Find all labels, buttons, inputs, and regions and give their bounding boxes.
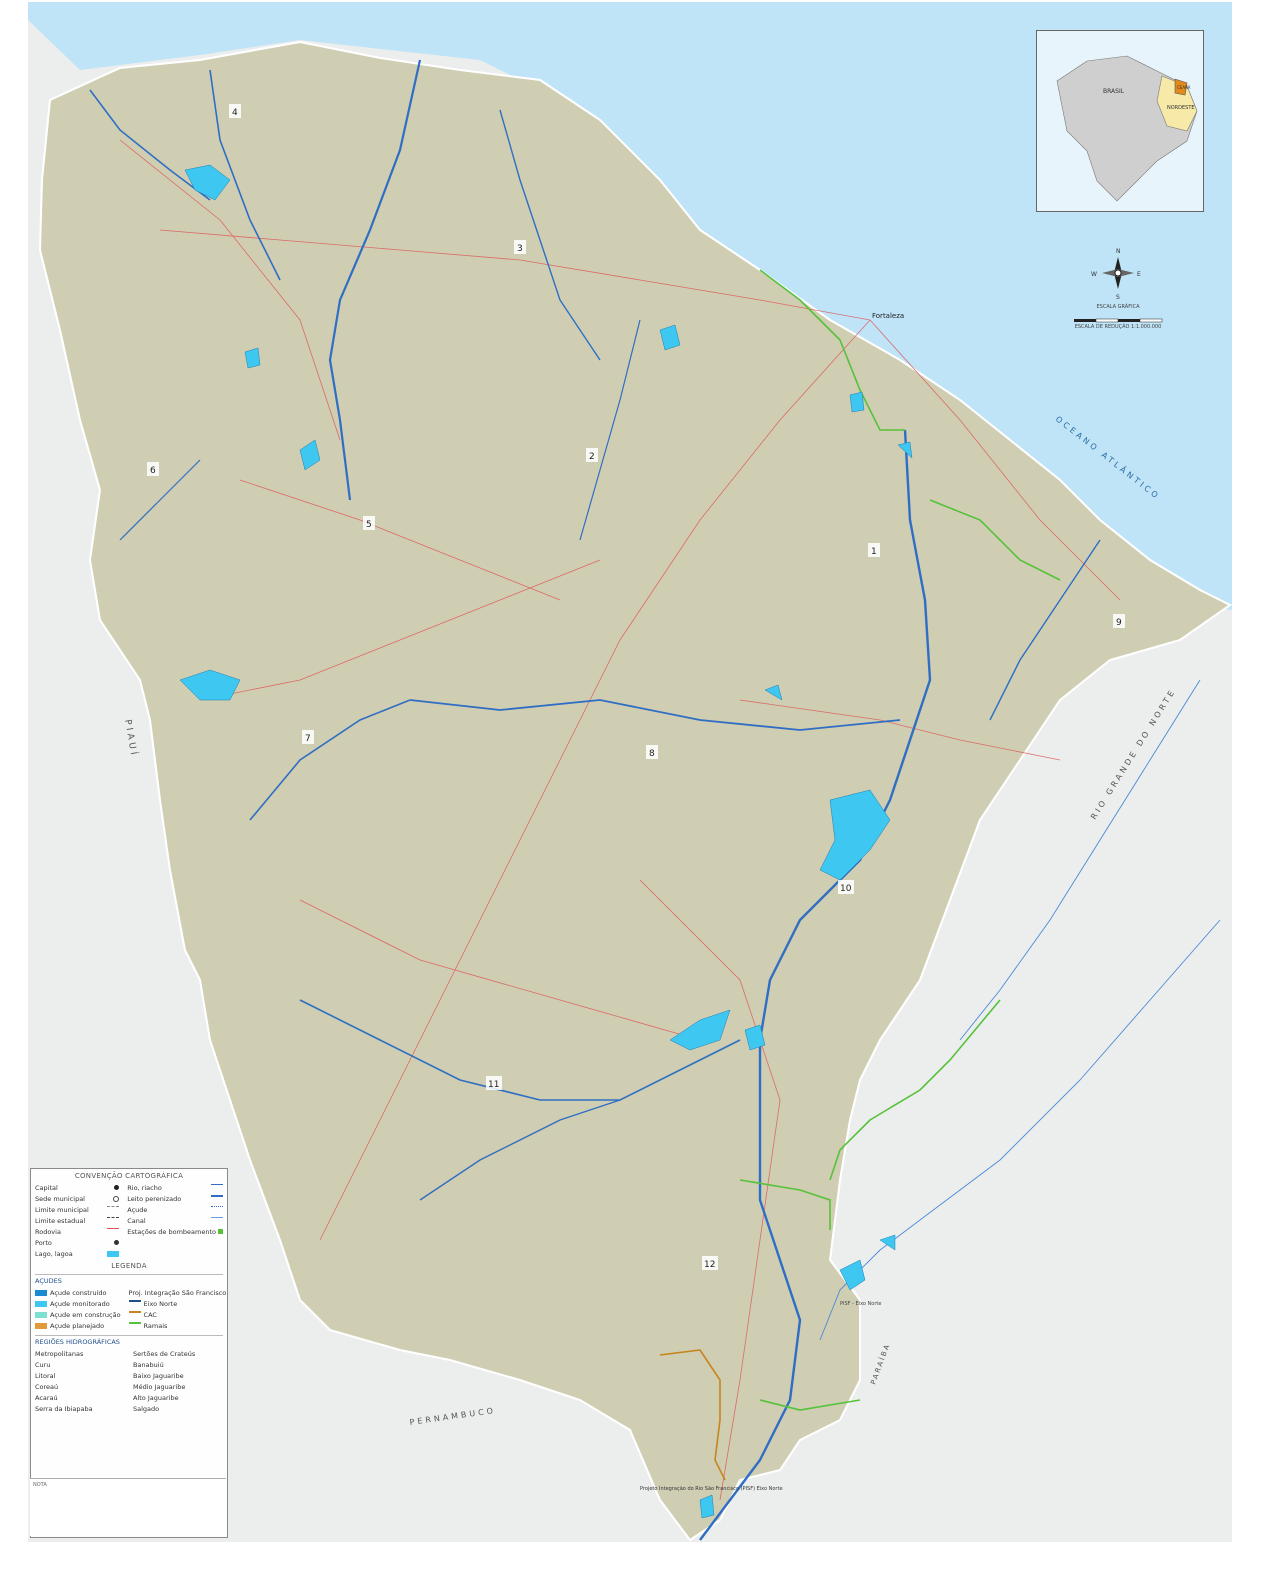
region-number: 6 [150, 466, 156, 476]
region-number: 7 [305, 734, 311, 744]
reservoirs [179, 164, 913, 1519]
legend-subtitle: LEGENDA [111, 1262, 147, 1270]
note-title: NOTA [33, 1482, 47, 1488]
region-number: 11 [488, 1080, 499, 1090]
legend-item: Salgado [133, 1404, 160, 1413]
legend-item: Limite estadual [35, 1215, 120, 1226]
external-rivers [819, 679, 1221, 1341]
legend-item: Açude monitorado [35, 1298, 121, 1309]
canals [659, 269, 1061, 1481]
legend-item: Rio, riacho [127, 1182, 223, 1193]
legend-item: Açude planejado [35, 1320, 121, 1331]
region-number: 4 [232, 108, 238, 118]
legend-item: Açude [127, 1204, 223, 1215]
compass-e: E [1137, 271, 1141, 278]
region-number: 9 [1116, 618, 1122, 628]
map-legend: CONVENÇÃO CARTOGRÁFICA Capital Sede muni… [30, 1168, 228, 1538]
region-number: 1 [871, 547, 877, 557]
legend-item: Serra da Ibiapaba [35, 1404, 93, 1413]
roads [119, 139, 1121, 1501]
legend-item: Baixo Jaguaribe [133, 1371, 184, 1380]
legend-item: Porto [35, 1237, 120, 1248]
legend-item: Leito perenizado [127, 1193, 223, 1204]
scale-ratio: ESCALA DE REDUÇÃO 1:1.000.000 [1074, 324, 1162, 330]
compass-s: S [1116, 294, 1120, 301]
legend-item: Capital [35, 1182, 120, 1193]
legend-item: Curu [35, 1360, 51, 1369]
legend-item: Açude em construção [35, 1309, 121, 1320]
compass-icon: N S E W [1091, 248, 1141, 301]
region-number: 8 [649, 749, 655, 759]
legend-item: Acaraú [35, 1393, 58, 1402]
inset-nordeste: NORDESTE [1167, 105, 1195, 111]
locator-inset: BRASIL NORDESTE CEARÁ [1036, 30, 1204, 212]
legend-item: Sede municipal [35, 1193, 120, 1204]
legend-item: Banabuiú [133, 1360, 164, 1369]
inset-brasil: BRASIL [1103, 88, 1125, 95]
map-note: NOTA [30, 1478, 226, 1536]
legend-item: Lago, lagoa [35, 1248, 120, 1259]
legend-item: Proj. Integração São Francisco PISF [128, 1288, 227, 1297]
legend-title: CONVENÇÃO CARTOGRÁFICA [74, 1172, 184, 1180]
scale-bar [1074, 318, 1163, 323]
legend-item: Açude construído [35, 1287, 121, 1298]
legend-item: Coreaú [35, 1382, 59, 1391]
compass-w: W [1091, 271, 1097, 278]
rivers [89, 59, 1101, 1541]
scale-text: ESCALA GRÁFICA ESCALA DE REDUÇÃO 1:1.000… [1070, 304, 1166, 330]
legend-regions-title: REGIÕES HIDROGRÁFICAS [35, 1335, 223, 1346]
legend-item: Médio Jaguaribe [133, 1382, 186, 1391]
region-number: 3 [517, 244, 523, 254]
legend-item: Ramais [128, 1320, 227, 1331]
legend-item: Eixo Norte [128, 1298, 227, 1309]
legend-right-col: Rio, riacho Leito perenizado Açude Canal… [123, 1182, 227, 1259]
region-number: 5 [366, 520, 372, 530]
legend-item: Alto Jaguaribe [133, 1393, 179, 1402]
legend-item: Limite municipal [35, 1204, 120, 1215]
compass-n: N [1116, 248, 1121, 255]
label-pisf: Projeto Integração do Rio São Francisco … [640, 1486, 783, 1492]
legend-left-col: Capital Sede municipal Limite municipal … [31, 1182, 123, 1259]
label-pisf-eixo: PISF - Eixo Norte [840, 1301, 881, 1307]
inset-map: BRASIL NORDESTE CEARÁ [1037, 31, 1203, 211]
legend-item: Rodovia [35, 1226, 120, 1237]
region-number: 2 [589, 452, 595, 462]
region-number: 10 [840, 884, 852, 894]
region-number: 12 [704, 1260, 715, 1270]
label-fortaleza: Fortaleza [872, 312, 904, 320]
legend-item: Metropolitanas [35, 1349, 84, 1358]
region-numbers: 1 2 3 4 5 6 7 8 9 10 11 12 [147, 104, 1125, 1270]
legend-item: Estações de bombeamento [127, 1226, 223, 1237]
legend-item: Litoral [35, 1371, 56, 1380]
legend-item: CAC [128, 1309, 227, 1320]
scale-title: ESCALA GRÁFICA [1096, 304, 1140, 310]
inset-ceara: CEARÁ [1177, 85, 1191, 90]
legend-item: Sertões de Crateús [133, 1349, 196, 1358]
legend-item: Canal [127, 1215, 223, 1226]
legend-acudes-title: AÇUDES [35, 1274, 223, 1285]
